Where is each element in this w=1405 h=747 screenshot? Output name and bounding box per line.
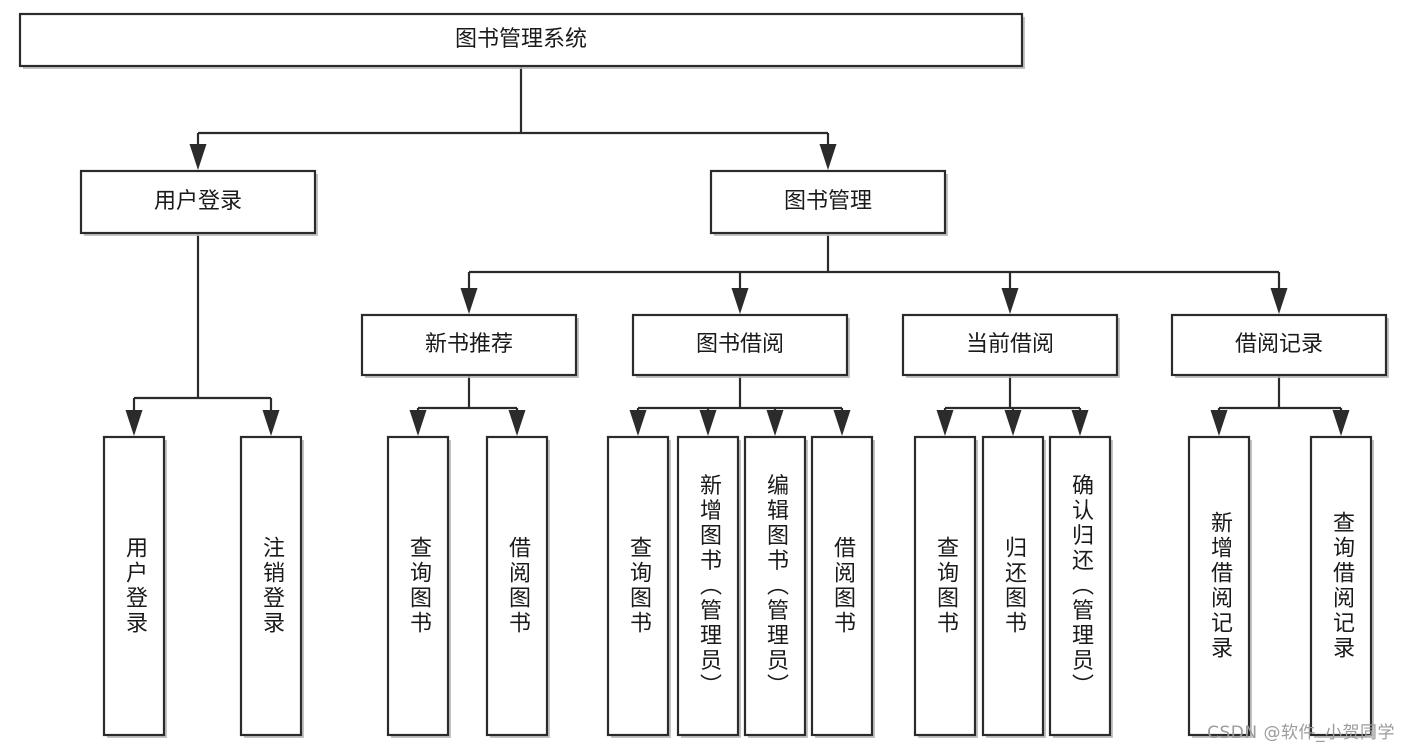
node-label: 图书管理系统 [455, 27, 587, 52]
node-label: 确认归还（管理员） [1068, 474, 1094, 699]
connector-layer [125, 66, 1350, 436]
node-border [1309, 435, 1373, 737]
node-leaf-add-book[interactable]: 新增图书（管理员） [676, 435, 741, 738]
arrow-head-e-bm-book-borrow [731, 288, 749, 314]
node-borrow-record[interactable]: 借阅记录 [1170, 313, 1389, 378]
node-leaf-user-login[interactable]: 用户登录 [102, 435, 167, 738]
arrow-head-e-ul-leaf-logout [262, 410, 280, 436]
node-label: 当前借阅 [966, 332, 1054, 357]
node-border [743, 435, 807, 737]
arrow-head-e-br-query [1332, 410, 1350, 436]
arrow-head-e-bm-new-book-rec [460, 288, 478, 314]
node-label: 注销登录 [259, 536, 285, 636]
node-leaf-return-book[interactable]: 归还图书 [981, 435, 1046, 738]
node-leaf-query-book-1[interactable]: 查询图书 [386, 435, 451, 738]
arrow-head-e-cb-confirm [1071, 410, 1089, 436]
arrow-head-e-root-book-manage [819, 144, 837, 170]
node-label: 借阅图书 [505, 536, 531, 636]
arrow-head-e-bm-current-borrow [1001, 288, 1019, 314]
arrow-head-e-cb-query [936, 410, 954, 436]
arrow-head-e-bb-query [629, 410, 647, 436]
node-user-login[interactable]: 用户登录 [79, 169, 318, 236]
arrow-head-e-bm-borrow-record [1270, 288, 1288, 314]
node-current-borrow[interactable]: 当前借阅 [901, 313, 1120, 378]
node-label: 用户登录 [122, 536, 148, 636]
node-border [485, 435, 549, 737]
arrow-head-e-bb-borrow [833, 410, 851, 436]
node-border [676, 435, 740, 737]
node-leaf-query-book-2[interactable]: 查询图书 [606, 435, 671, 738]
node-border [606, 435, 670, 737]
node-border [913, 435, 977, 737]
node-border [1187, 435, 1251, 737]
node-label: 用户登录 [154, 189, 242, 214]
node-label: 新书推荐 [425, 332, 513, 357]
node-border [360, 313, 578, 377]
node-leaf-confirm-return[interactable]: 确认归还（管理员） [1048, 435, 1113, 738]
node-label: 图书借阅 [696, 332, 784, 357]
node-border [386, 435, 450, 737]
node-border [1170, 313, 1388, 377]
node-label: 借阅图书 [830, 536, 856, 636]
node-label: 查询图书 [406, 536, 432, 636]
arrow-head-e-br-add [1210, 410, 1228, 436]
node-border [709, 169, 947, 235]
arrow-head-e-bb-edit [766, 410, 784, 436]
node-border [239, 435, 303, 737]
node-layer: 图书管理系统用户登录图书管理新书推荐图书借阅当前借阅借阅记录用户登录注销登录查询… [18, 12, 1389, 738]
node-label: 新增借阅记录 [1207, 511, 1233, 661]
node-border [1048, 435, 1112, 737]
node-leaf-borrow-book-1[interactable]: 借阅图书 [485, 435, 550, 738]
node-leaf-borrow-book-2[interactable]: 借阅图书 [810, 435, 875, 738]
arrow-head-e-nbr-query [409, 410, 427, 436]
node-label: 查询借阅记录 [1329, 511, 1355, 661]
node-root[interactable]: 图书管理系统 [18, 12, 1025, 69]
node-border [981, 435, 1045, 737]
node-border [810, 435, 874, 737]
node-label: 新增图书（管理员） [696, 474, 722, 699]
node-new-book-rec[interactable]: 新书推荐 [360, 313, 579, 378]
node-border [631, 313, 849, 377]
node-border [901, 313, 1119, 377]
node-label: 查询图书 [626, 536, 652, 636]
node-leaf-edit-book[interactable]: 编辑图书（管理员） [743, 435, 808, 738]
node-leaf-query-book-3[interactable]: 查询图书 [913, 435, 978, 738]
node-border [79, 169, 317, 235]
node-border [102, 435, 166, 737]
node-label: 图书管理 [784, 189, 872, 214]
node-label: 编辑图书（管理员） [763, 474, 789, 699]
node-label: 借阅记录 [1235, 332, 1323, 357]
node-leaf-query-record[interactable]: 查询借阅记录 [1309, 435, 1374, 738]
node-label: 查询图书 [933, 536, 959, 636]
node-border [18, 12, 1024, 68]
node-book-borrow[interactable]: 图书借阅 [631, 313, 850, 378]
node-label: 归还图书 [1001, 536, 1027, 636]
node-leaf-logout[interactable]: 注销登录 [239, 435, 304, 738]
arrow-head-e-root-user-login [189, 144, 207, 170]
node-leaf-add-record[interactable]: 新增借阅记录 [1187, 435, 1252, 738]
arrow-head-e-nbr-borrow [508, 410, 526, 436]
arrow-head-e-bb-add [699, 410, 717, 436]
arrow-head-e-cb-return [1004, 410, 1022, 436]
arrow-head-e-ul-leaf-login [125, 410, 143, 436]
node-book-manage[interactable]: 图书管理 [709, 169, 948, 236]
